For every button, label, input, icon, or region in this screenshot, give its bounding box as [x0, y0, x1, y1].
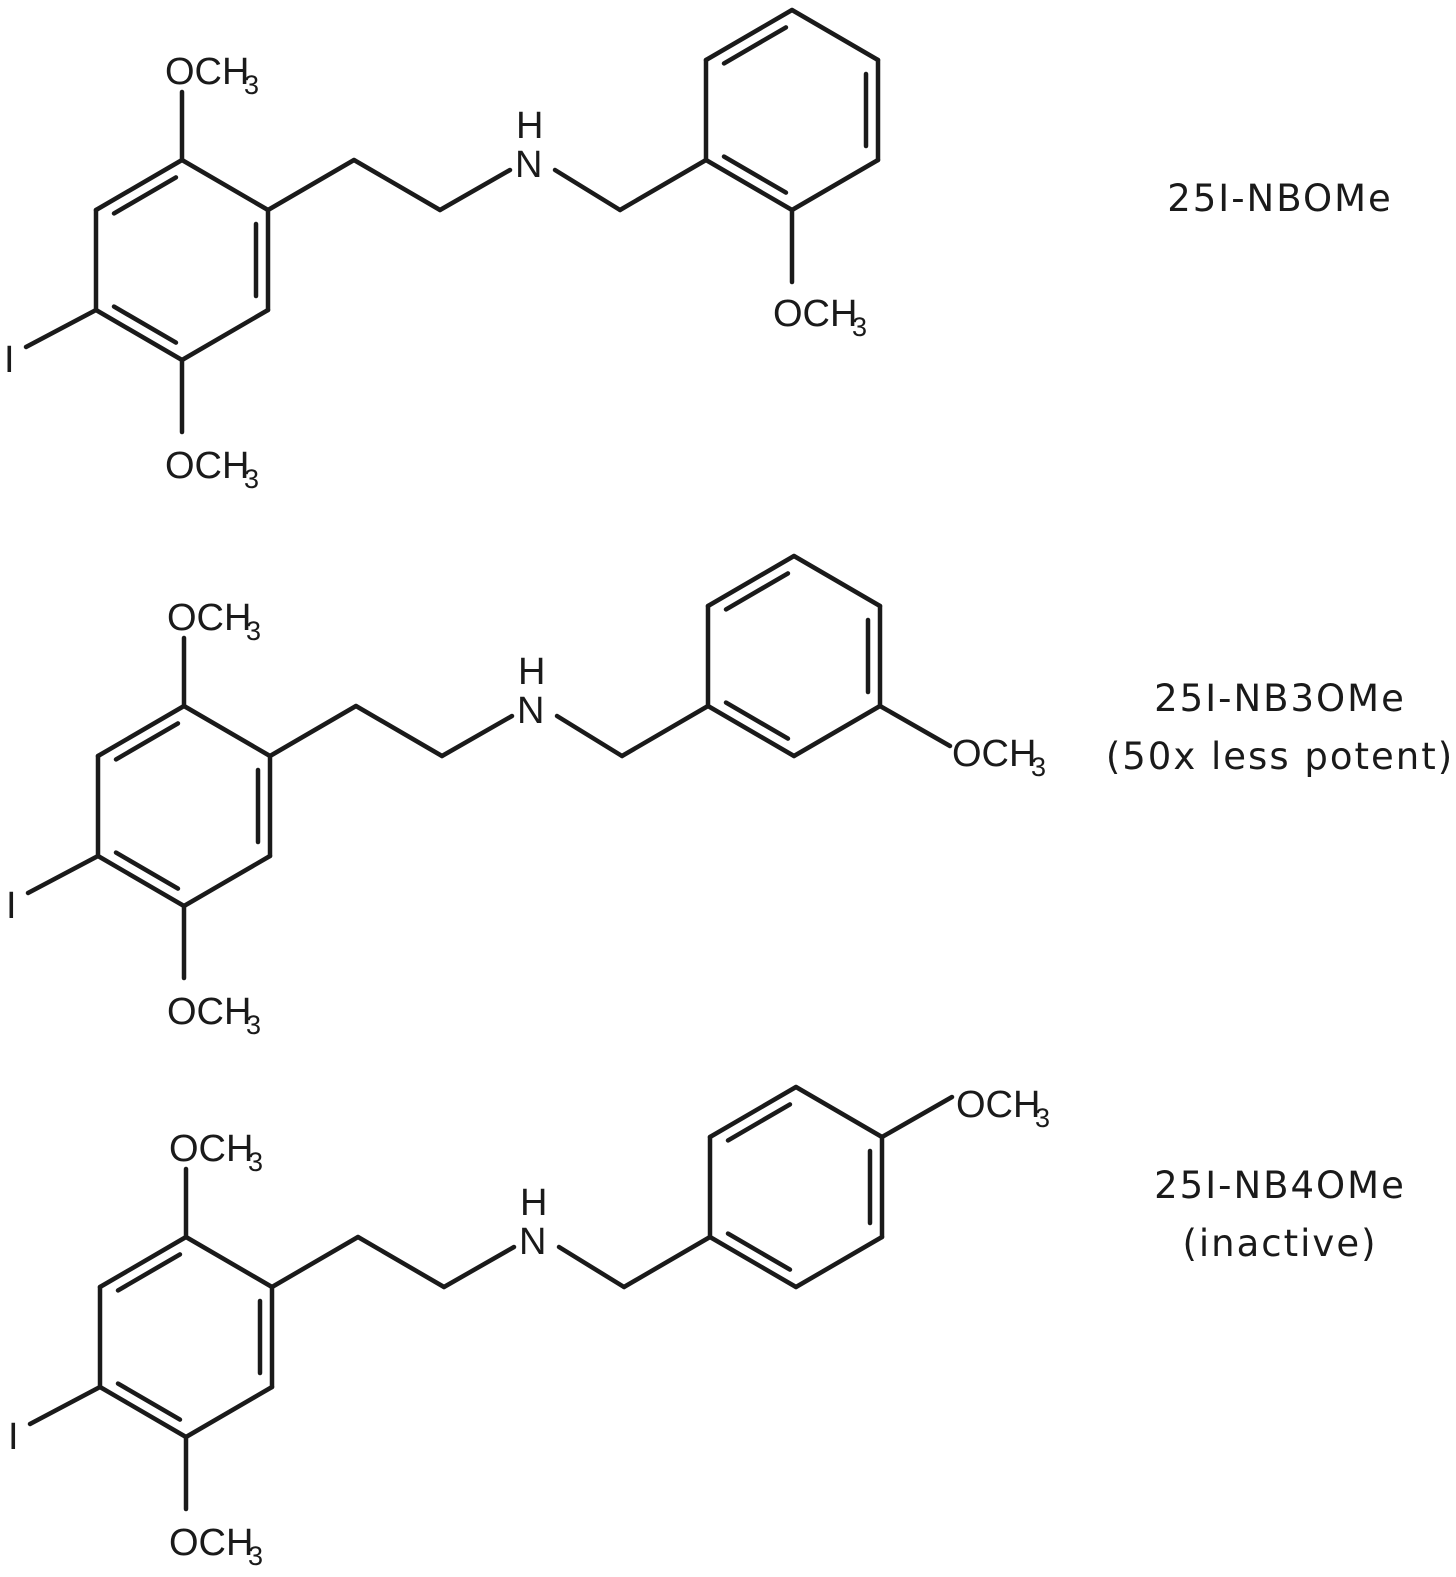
double-bond-line [113, 721, 181, 762]
ring-bond [181, 853, 273, 909]
ring-bond [703, 7, 795, 63]
ring-bond [179, 157, 271, 213]
methoxy-label-top-subscript: 3 [244, 70, 259, 100]
ring-bond [791, 703, 883, 759]
ring-bond [95, 703, 187, 759]
methoxy-label-top: OCH [169, 1128, 253, 1170]
double-bond-line [115, 1252, 183, 1293]
iodine-label: I [6, 885, 17, 927]
ring-bond [793, 1084, 885, 1140]
hydrogen-label: H [520, 1182, 547, 1224]
double-bond-line [111, 175, 179, 216]
molecule-note: (inactive) [1182, 1222, 1378, 1265]
methoxy-label-meta-subscript: 3 [1031, 752, 1046, 782]
ring-bond [791, 553, 883, 609]
double-bond-line [111, 304, 179, 345]
caption-mol-3: 25I-NB4OMe (inactive) [1070, 1157, 1456, 1273]
ring-bond [95, 853, 187, 909]
molecule-name: 25I-NB4OMe [1154, 1164, 1406, 1207]
methoxy-label-bottom-subscript: 3 [248, 1541, 263, 1571]
methoxy-label-bottom-subscript: 3 [244, 464, 259, 494]
chain-bond [353, 703, 445, 759]
ring-bond [97, 1384, 189, 1440]
ring-bond [97, 1234, 189, 1290]
methoxy-label-top: OCH [165, 51, 249, 93]
methoxy-label-para: OCH [956, 1084, 1040, 1126]
ring-bond [789, 7, 881, 63]
iodine-label: I [8, 1416, 19, 1458]
ring-bond [183, 1384, 275, 1440]
iodine-label: I [4, 339, 15, 381]
methoxy-label-ortho-subscript: 3 [852, 312, 867, 342]
methoxy-label-meta: OCH [952, 733, 1036, 775]
chain-bond [437, 167, 513, 213]
methoxy-label-para-subscript: 3 [1035, 1103, 1050, 1133]
double-bond-line [723, 700, 791, 741]
benzyl-bond [621, 1234, 713, 1290]
chain-bond [351, 157, 443, 213]
ring-bond [707, 1084, 799, 1140]
ring-bond [705, 703, 797, 759]
ring-bond [705, 553, 797, 609]
ring-bond [707, 1234, 799, 1290]
methoxy-label-bottom: OCH [165, 445, 249, 487]
molecule-name: 25I-NBOMe [1167, 177, 1393, 220]
double-bond-line [721, 154, 789, 195]
nitrogen-label: N [515, 144, 542, 186]
benzyl-bond [617, 157, 709, 213]
ring-bond [703, 157, 795, 213]
ring-bond [93, 157, 185, 213]
double-bond-line [725, 1102, 793, 1143]
double-bond-line [725, 1231, 793, 1272]
chain-bond [269, 1234, 361, 1290]
molecule-name: 25I-NB3OMe [1154, 677, 1406, 720]
nitrogen-label: N [519, 1221, 546, 1263]
ring-bond [181, 703, 273, 759]
methoxy-label-bottom: OCH [169, 1522, 253, 1564]
ring-bond [789, 157, 881, 213]
hydrogen-label: H [518, 651, 545, 693]
double-bond-line [115, 1381, 183, 1422]
methoxy-bond [879, 1094, 955, 1140]
iodine-bond [25, 853, 101, 896]
chain-bond [556, 1244, 627, 1290]
methoxy-label-bottom: OCH [167, 991, 251, 1033]
methoxy-label-top-subscript: 3 [246, 616, 261, 646]
chain-bond [441, 1244, 517, 1290]
methoxy-label-top-subscript: 3 [248, 1147, 263, 1177]
chain-bond [439, 713, 515, 759]
benzyl-bond [619, 703, 711, 759]
ring-bond [93, 307, 185, 363]
nitrogen-label: N [517, 690, 544, 732]
ring-bond [793, 1234, 885, 1290]
methoxy-label-ortho: OCH [773, 293, 857, 335]
methoxy-label-bottom-subscript: 3 [246, 1010, 261, 1040]
ring-bond [179, 307, 271, 363]
ring-bond [183, 1234, 275, 1290]
caption-mol-1: 25I-NBOMe [1070, 170, 1456, 228]
double-bond-line [113, 850, 181, 891]
molecule-note: (50x less potent) [1105, 735, 1455, 778]
methoxy-label-top: OCH [167, 597, 251, 639]
chain-bond [552, 167, 623, 213]
chain-bond [355, 1234, 447, 1290]
methoxy-bond [877, 703, 953, 749]
double-bond-line [723, 571, 791, 612]
chain-bond [554, 713, 625, 759]
hydrogen-label: H [516, 105, 543, 147]
double-bond-line [721, 25, 789, 66]
iodine-bond [23, 307, 99, 350]
chain-bond [267, 703, 359, 759]
chain-bond [265, 157, 357, 213]
caption-mol-2: 25I-NB3OMe (50x less potent) [1070, 670, 1456, 786]
iodine-bond [27, 1384, 103, 1427]
